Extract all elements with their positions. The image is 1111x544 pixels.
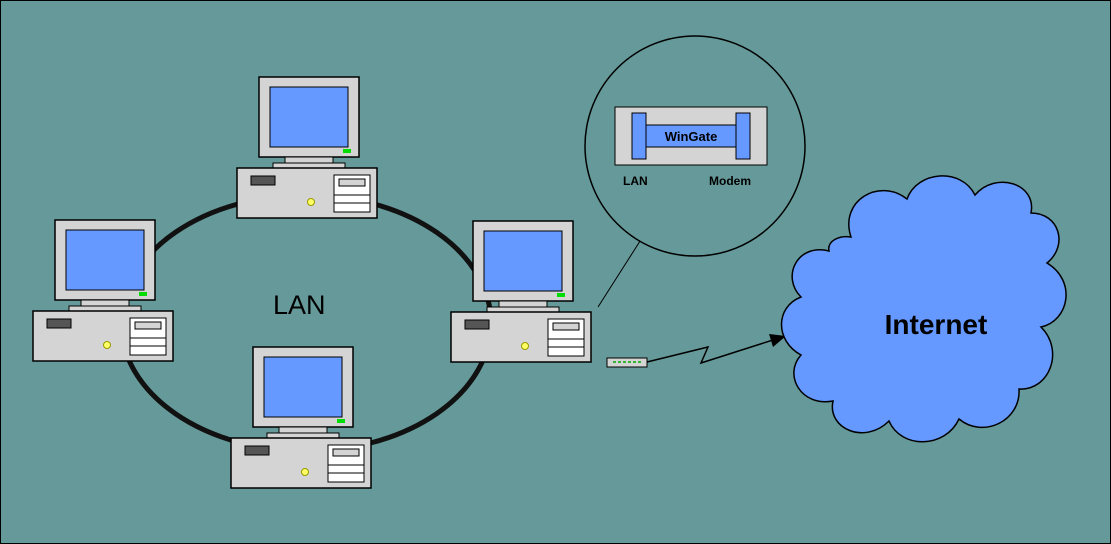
arrowhead-icon bbox=[769, 334, 786, 347]
wingate-label: WinGate bbox=[665, 129, 718, 144]
lan-label: LAN bbox=[273, 290, 326, 320]
wingate-right-port bbox=[735, 112, 751, 160]
wingate-left-port bbox=[631, 112, 647, 160]
internet-label: Internet bbox=[885, 309, 988, 340]
wingate-bar bbox=[645, 124, 737, 148]
callout-modem-label: Modem bbox=[709, 174, 751, 188]
callout-lan-label: LAN bbox=[623, 174, 648, 188]
callout-pointer bbox=[597, 237, 643, 308]
modem-icon bbox=[606, 357, 648, 368]
cloud-icon bbox=[780, 175, 1067, 443]
lightning-link-icon bbox=[646, 338, 777, 365]
